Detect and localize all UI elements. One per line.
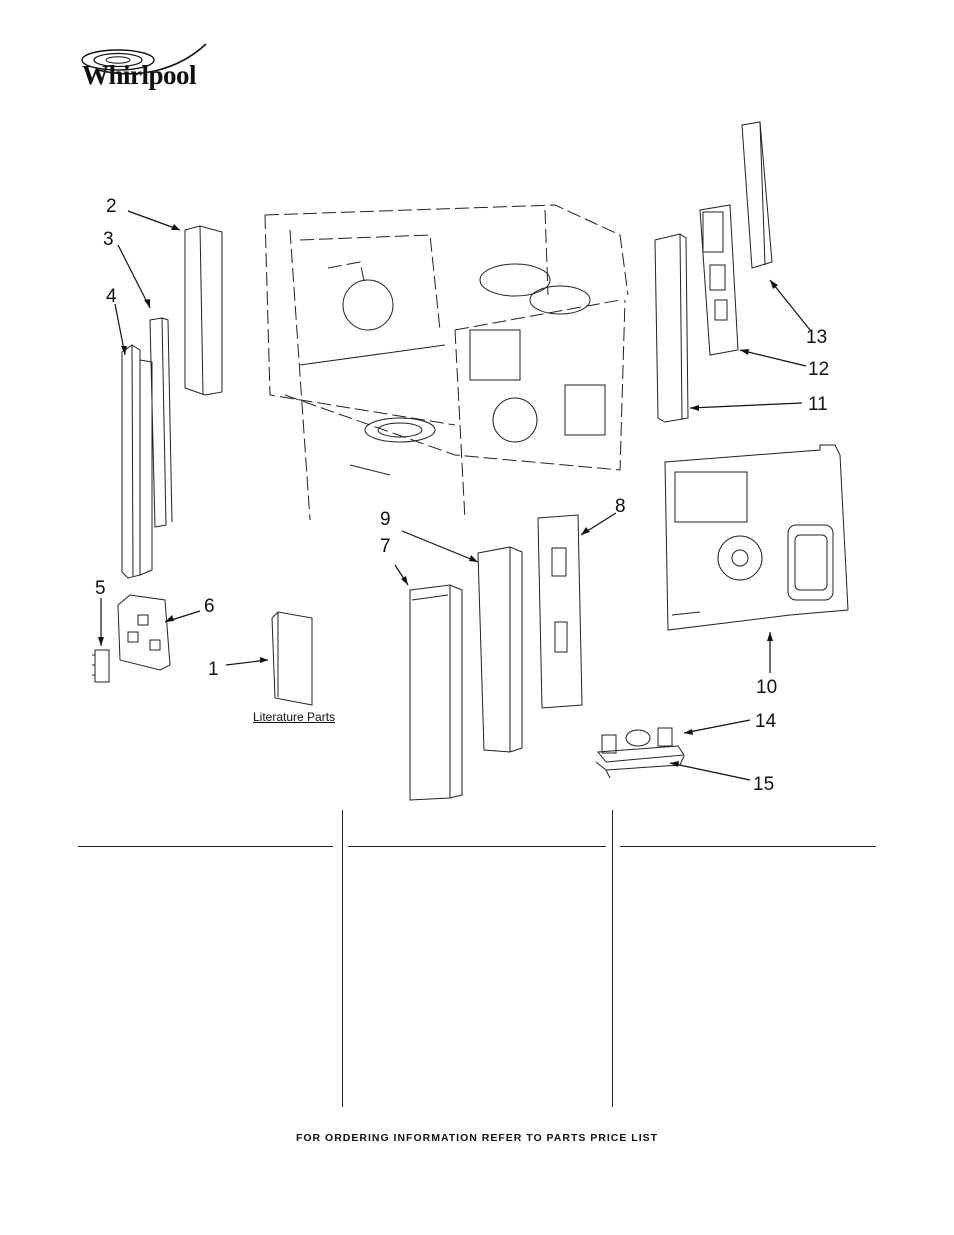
arrowheads xyxy=(98,224,778,767)
callout-14: 14 xyxy=(755,711,777,732)
part-1-literature xyxy=(271,611,313,706)
literature-parts-label: Literature Parts xyxy=(253,710,336,724)
callout-9: 9 xyxy=(380,509,391,530)
column-divider-1 xyxy=(342,810,343,1107)
part-15-bracket xyxy=(595,755,685,779)
whirlpool-logo-swirl xyxy=(81,43,207,75)
leader-lines xyxy=(100,210,811,781)
ordering-info-footer: FOR ORDERING INFORMATION REFER TO PARTS … xyxy=(295,1132,659,1144)
column-3-rule xyxy=(620,846,876,847)
callout-10: 10 xyxy=(756,677,778,698)
callout-13: 13 xyxy=(806,327,828,348)
part-11-duct xyxy=(654,233,689,423)
part-12-relay-board xyxy=(699,204,739,356)
part-14-motor xyxy=(597,727,685,763)
column-divider-2 xyxy=(612,810,613,1107)
callout-4: 4 xyxy=(106,286,117,307)
part-13-panel xyxy=(741,121,773,269)
column-1-rule xyxy=(78,846,333,847)
callout-15: 15 xyxy=(753,774,775,795)
whirlpool-logo: Whirlpool xyxy=(82,60,197,90)
part-7-door-panel xyxy=(409,584,463,801)
callout-11: 11 xyxy=(808,394,828,415)
column-2-rule xyxy=(348,846,606,847)
callout-5: 5 xyxy=(95,578,106,599)
part-9-trim xyxy=(477,546,523,753)
part-3-rail xyxy=(149,317,173,528)
oven-cavity-frame xyxy=(264,204,629,521)
part-5-connector xyxy=(92,649,110,683)
callout-3: 3 xyxy=(103,229,114,250)
part-10-back-panel xyxy=(664,444,849,631)
callout-12: 12 xyxy=(808,359,830,380)
part-2-channel xyxy=(184,225,223,396)
callout-6: 6 xyxy=(204,596,215,617)
part-4-hinge-rail xyxy=(121,344,153,579)
callout-2: 2 xyxy=(106,196,117,217)
callout-8: 8 xyxy=(615,496,626,517)
callout-1: 1 xyxy=(208,659,219,680)
part-8-front-panel xyxy=(537,514,583,709)
part-6-control-board xyxy=(117,594,171,671)
callout-7: 7 xyxy=(380,536,391,557)
